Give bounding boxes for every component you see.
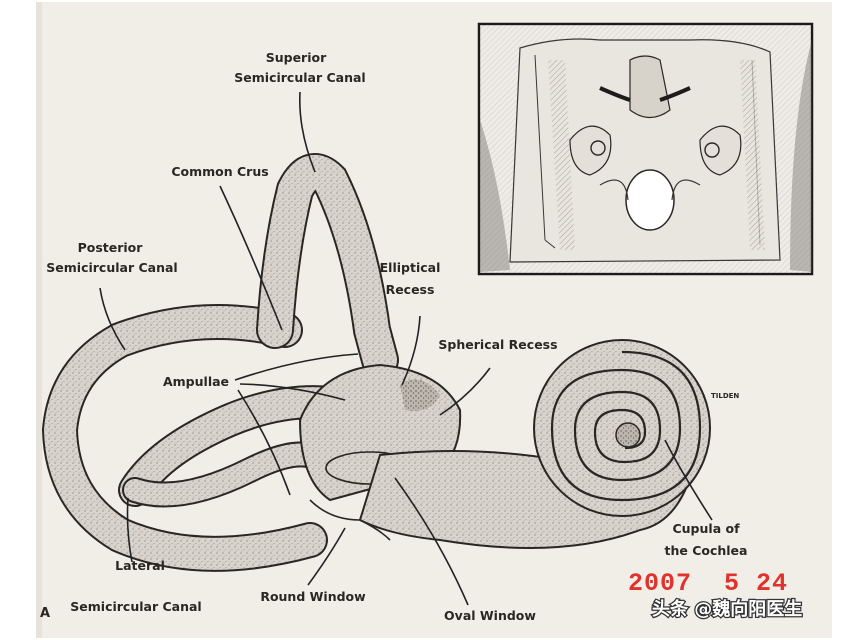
diagram-labels: Superior Semicircular Canal Common Crus … — [40, 50, 747, 623]
label-cupula-line1: Cupula of — [672, 521, 740, 536]
leader-lines — [99, 91, 713, 606]
label-common-crus: Common Crus — [171, 164, 268, 179]
inner-ear-labyrinth — [41, 153, 711, 572]
leader-lateral — [126, 497, 133, 563]
label-posterior-canal-line2: Semicircular Canal — [46, 260, 177, 275]
label-posterior-canal-line1: Posterior — [78, 240, 144, 255]
label-lateral-canal-line1: Lateral — [115, 558, 165, 573]
label-lateral-canal-line2: Semicircular Canal — [70, 599, 201, 614]
leader-common-crus — [219, 185, 283, 331]
watermark: 头条 @魏向阳医生 — [651, 597, 804, 622]
date-stamp: 2007 5 24 — [628, 569, 788, 598]
label-ampullae: Ampullae — [163, 374, 229, 389]
label-spherical-recess: Spherical Recess — [438, 337, 557, 352]
label-superior-canal-line1: Superior — [266, 50, 327, 65]
panel-letter: A — [40, 606, 50, 621]
label-elliptical-recess-line2: Recess — [386, 282, 435, 297]
leader-superior — [298, 91, 316, 173]
leader-ampulla-1 — [234, 353, 359, 381]
paper-left-edge — [36, 2, 42, 638]
leader-round-window — [307, 527, 346, 586]
label-oval-window: Oval Window — [444, 608, 536, 623]
leader-ampulla-3 — [237, 389, 291, 496]
leader-posterior — [99, 287, 126, 351]
leader-ampulla-2 — [239, 383, 346, 401]
label-elliptical-recess-line1: Elliptical — [380, 260, 441, 275]
watermark-text: 头条 @魏向阳医生 — [652, 598, 802, 620]
leader-oval-window — [394, 477, 469, 606]
leader-elliptical — [401, 315, 421, 386]
artist-signature: TILDEN — [711, 392, 739, 400]
label-round-window: Round Window — [260, 589, 366, 604]
leader-spherical — [439, 367, 491, 416]
label-superior-canal-line2: Semicircular Canal — [234, 70, 365, 85]
leader-cupula — [664, 439, 713, 521]
skull-inset — [477, 22, 814, 276]
label-cupula-line2: the Cochlea — [665, 543, 748, 558]
